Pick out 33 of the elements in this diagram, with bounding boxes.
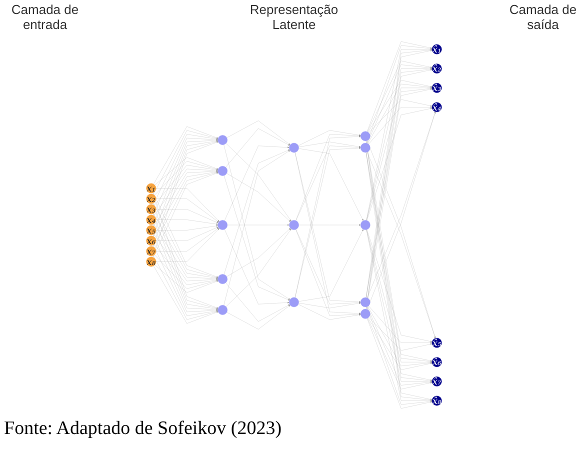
node-circle (289, 220, 299, 230)
node-circle: x₁ (146, 183, 156, 194)
node-circle: x₄ (146, 214, 156, 225)
node-circle (218, 305, 228, 315)
node-circle: x₂ (146, 194, 156, 204)
node-circle: x₆ (146, 236, 156, 246)
layer-heading: Camada de saída (508, 2, 578, 32)
node-circle (218, 166, 228, 176)
node-circle: x̂₆ (432, 357, 442, 368)
node-circle: x̂₇ (432, 376, 442, 386)
node-circle: x₃ (146, 204, 156, 214)
node-circle (289, 142, 299, 153)
node-circle: x̂₃ (432, 82, 442, 93)
node-circle: x̂₁ (432, 44, 442, 54)
node-circle (360, 131, 370, 142)
node-circle (218, 135, 228, 145)
node-circle: x₅ (146, 225, 156, 236)
node-circle (360, 142, 370, 153)
node-circle: x̂₅ (432, 338, 442, 348)
node-circle: x̂₈ (432, 396, 442, 406)
node-circle: x₈ (146, 256, 156, 267)
caption: Fonte: Adaptado de Sofeikov (2023) (4, 418, 282, 440)
node-circle (289, 297, 299, 308)
node-circle: x₇ (146, 246, 156, 256)
node-circle (218, 220, 228, 230)
node-circle (360, 308, 370, 319)
node-circle: x̂₄ (432, 102, 442, 112)
layer-heading: Camada de entrada (10, 2, 80, 32)
node-circle (218, 274, 228, 284)
node-circle: x̂₂ (432, 64, 442, 74)
node-circle (360, 220, 370, 230)
node-circle (360, 297, 370, 308)
layer-heading: Representação Latente (249, 2, 339, 32)
